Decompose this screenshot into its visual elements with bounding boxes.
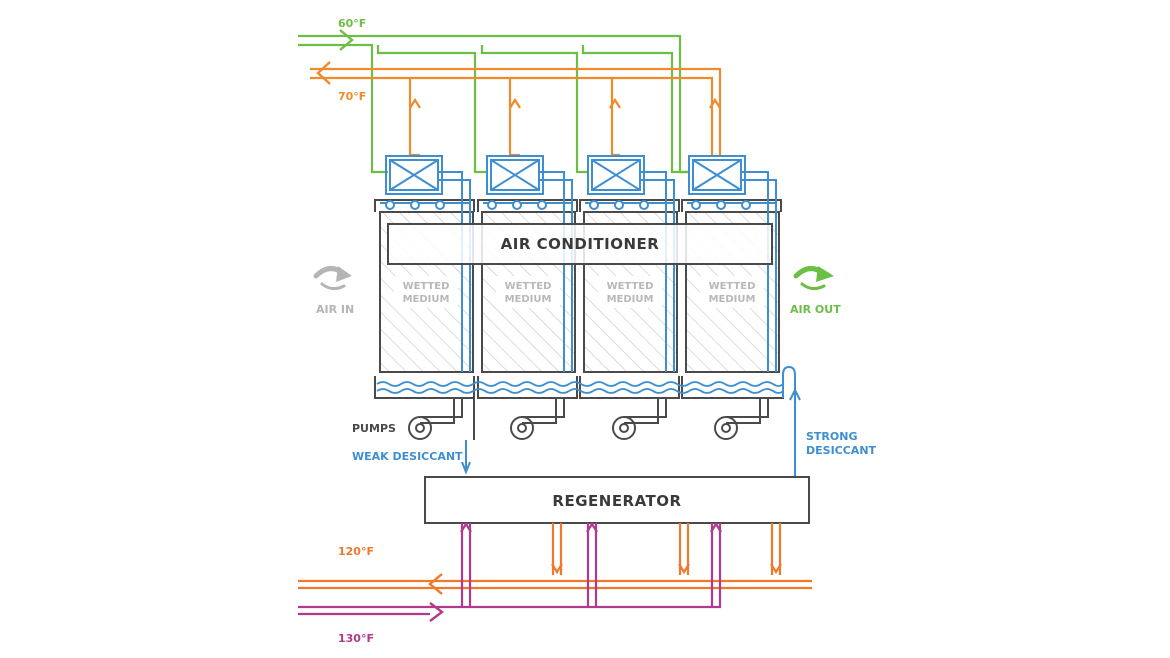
- strong-desiccant-label-line2: DESICCANT: [806, 444, 877, 457]
- heat-exchanger-3: [587, 155, 645, 195]
- pump-1: [408, 398, 463, 440]
- cold-supply-temp-label: 60°F: [338, 17, 366, 30]
- desiccant-piping: [438, 171, 777, 372]
- regenerator-unit: REGENERATOR: [424, 476, 810, 524]
- air-in-label: AIR IN: [316, 303, 354, 316]
- wetted-medium-label-1b: MEDIUM: [403, 294, 450, 305]
- wetted-medium-label-3b: MEDIUM: [607, 294, 654, 305]
- wetted-medium-labels: WETTED MEDIUM WETTED MEDIUM WETTED MEDIU…: [403, 281, 756, 305]
- heat-exchanger-1: [385, 155, 443, 195]
- hot-return-piping: [298, 523, 812, 595]
- heat-exchanger-2: [486, 155, 544, 195]
- cold-supply-piping: [298, 29, 690, 174]
- air-out-label: AIR OUT: [790, 303, 841, 316]
- air-out-arrow-icon: [793, 266, 834, 291]
- weak-desiccant-label: WEAK DESICCANT: [352, 450, 463, 463]
- distribution-manifolds: [374, 199, 782, 212]
- pump-4: [714, 398, 769, 440]
- pumps: [408, 398, 769, 440]
- wetted-medium-label-4b: MEDIUM: [709, 294, 756, 305]
- regenerator-label: REGENERATOR: [552, 492, 681, 510]
- pump-3: [612, 398, 667, 440]
- strong-desiccant-label-line1: STRONG: [806, 430, 857, 443]
- pump-2: [510, 398, 565, 440]
- air-conditioner-unit: AIR CONDITIONER: [387, 223, 773, 265]
- air-conditioner-label: AIR CONDITIONER: [501, 235, 660, 253]
- wetted-medium-label-2b: MEDIUM: [505, 294, 552, 305]
- hot-supply-temp-label: 130°F: [338, 632, 374, 645]
- heat-exchanger-4: [688, 155, 746, 195]
- cold-return-temp-label: 70°F: [338, 90, 366, 103]
- desiccant-transfer-lines: [461, 387, 801, 476]
- hot-supply-piping: [298, 521, 722, 622]
- wetted-medium-label-3: WETTED: [607, 281, 654, 292]
- wetted-medium-label-1: WETTED: [403, 281, 450, 292]
- pumps-label: PUMPS: [352, 422, 396, 435]
- wetted-medium-label-4: WETTED: [709, 281, 756, 292]
- wetted-medium-label-2: WETTED: [505, 281, 552, 292]
- desiccant-sump: [374, 365, 796, 399]
- heat-exchangers: [385, 155, 746, 195]
- air-in-arrow-icon: [313, 266, 352, 291]
- hot-return-temp-label: 120°F: [338, 545, 374, 558]
